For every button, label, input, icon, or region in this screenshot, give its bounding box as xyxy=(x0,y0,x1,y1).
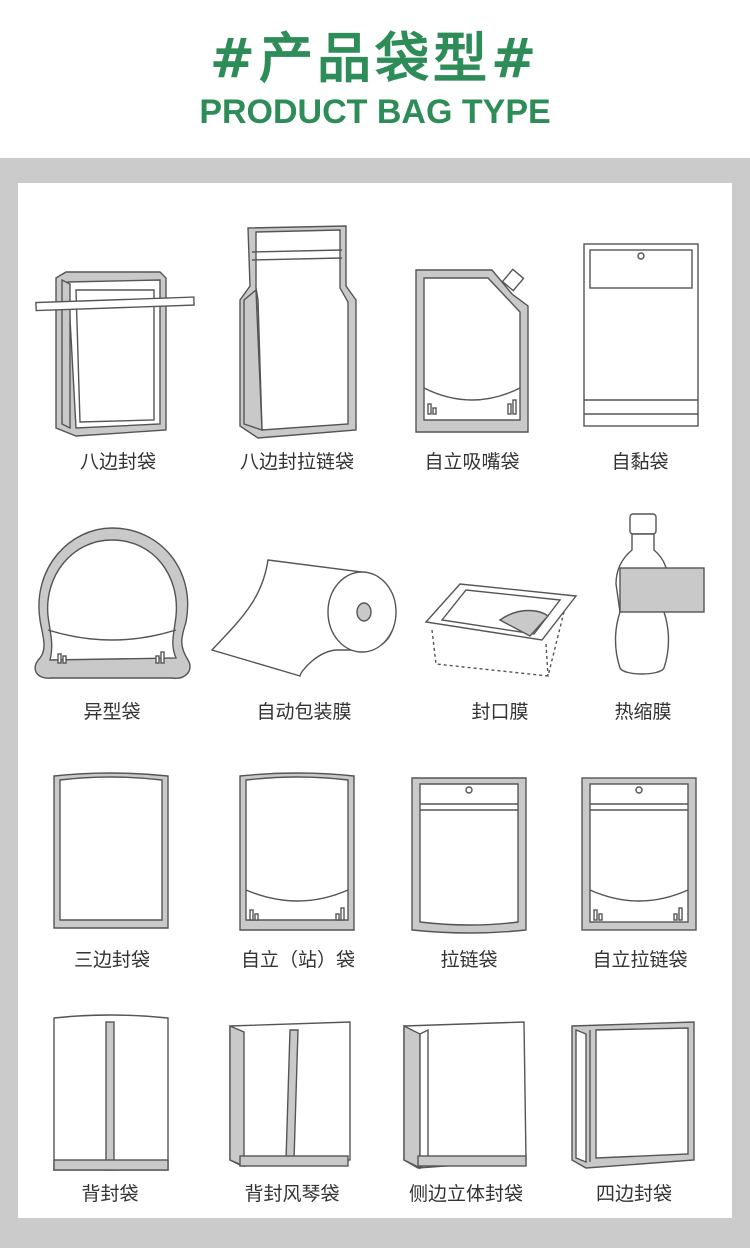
bag-label: 自立吸嘴袋 xyxy=(424,451,520,473)
bag-label: 八边封袋 xyxy=(79,451,156,473)
bag-label: 三边封袋 xyxy=(73,949,150,971)
bag-label: 八边封拉链袋 xyxy=(239,451,354,473)
bag-label: 背封风琴袋 xyxy=(244,1183,340,1205)
bag-label: 异型袋 xyxy=(83,701,141,723)
bag-label: 封口膜 xyxy=(471,701,529,723)
page-subtitle: PRODUCT BAG TYPE xyxy=(199,93,551,131)
bag-label: 自立（站）袋 xyxy=(240,949,355,971)
page-title: #产品袋型# xyxy=(209,27,541,90)
bag-label: 自立拉链袋 xyxy=(592,949,688,971)
bag-label: 背封袋 xyxy=(81,1183,139,1205)
bag-label: 拉链袋 xyxy=(440,949,498,971)
bag-label: 自动包装膜 xyxy=(256,701,352,723)
bag-label: 四边封袋 xyxy=(595,1183,672,1205)
bag-label: 自黏袋 xyxy=(611,451,669,473)
bag-label: 热缩膜 xyxy=(614,701,672,723)
bag-label: 侧边立体封袋 xyxy=(408,1183,523,1205)
